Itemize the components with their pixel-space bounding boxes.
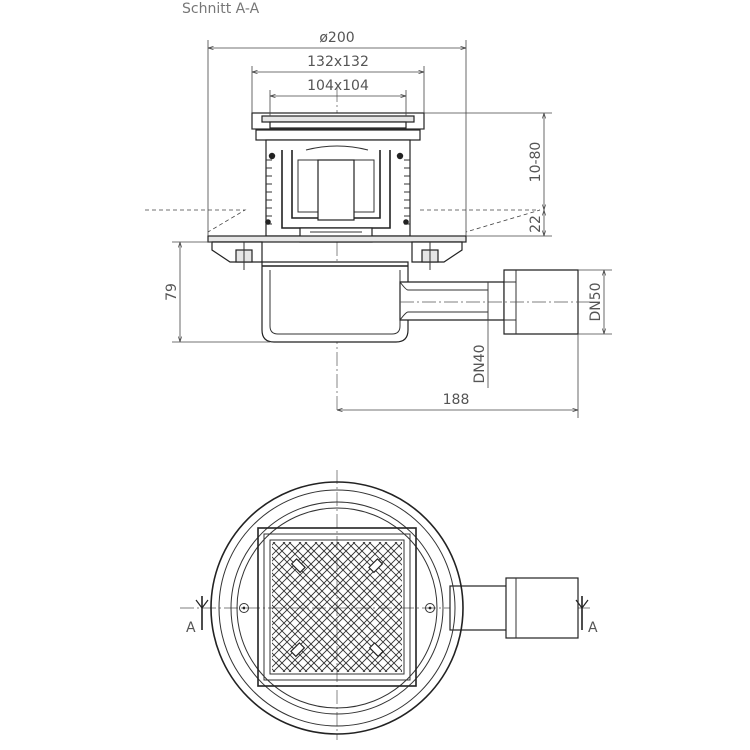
dimension-outlet-dn: DN50 (578, 269, 612, 335)
grate-bar (346, 616, 402, 672)
section-mark-right-label: A (588, 620, 598, 636)
grate-bar (282, 552, 402, 672)
floor-line-left (145, 209, 247, 233)
grate-bar (368, 542, 402, 576)
grate-bar (272, 542, 340, 610)
grate-bar (139, 542, 269, 672)
frame-outer-label: 132x132 (307, 54, 369, 70)
grate-bar (320, 590, 402, 672)
outlet-dn-label: DN50 (588, 282, 604, 321)
grate-bar (272, 542, 292, 562)
grate-bar (336, 542, 402, 608)
plan-view: A A (139, 470, 598, 740)
grate-bar (362, 542, 402, 582)
grate-bar (272, 542, 308, 578)
dimension-flange: 22 (466, 210, 552, 237)
grate-bar (298, 568, 402, 672)
dimension-inner-dn: DN40 (472, 282, 489, 388)
section-view: ø200 132x132 104x104 10-80 22 (145, 30, 612, 418)
grate-bar (139, 542, 269, 672)
grate-bar (272, 542, 350, 620)
diameter-label: ø200 (319, 30, 354, 46)
grate-bar (272, 542, 356, 626)
flange-layer (207, 235, 467, 270)
dimension-frame-inner: 104x104 (269, 78, 407, 116)
grate-bar (304, 574, 402, 672)
grate-bar (378, 648, 402, 672)
height-adjustable-insert (265, 139, 411, 243)
grate-bar (314, 584, 402, 672)
grate-bar (272, 542, 382, 652)
grate-bar (272, 542, 276, 546)
body-height-label: 79 (164, 283, 180, 301)
inner-dn-label: DN40 (472, 344, 488, 383)
grate-bar (272, 542, 366, 636)
grate-bar (362, 632, 402, 672)
grate-bar (272, 610, 334, 672)
grate-bar (272, 652, 292, 672)
grate-bar (272, 542, 388, 658)
grate-cover (251, 112, 425, 141)
dimension-height-range: 10-80 (424, 112, 552, 210)
section-mark-right: A (575, 596, 598, 636)
plan-screws (239, 603, 435, 613)
grate-bar (272, 542, 302, 572)
grate-bar (336, 606, 402, 672)
plan-frame-outer (257, 527, 417, 687)
dimension-frame-outer: 132x132 (251, 54, 425, 113)
section-mark-left-label: A (186, 620, 196, 636)
dimension-diameter: ø200 (207, 30, 467, 236)
floor-line-right (420, 209, 541, 233)
grate-bar (330, 600, 402, 672)
frame-inner-label: 104x104 (307, 78, 369, 94)
height-range-label: 10-80 (528, 142, 544, 183)
plan-outlet (449, 577, 579, 639)
grate-bar (272, 542, 334, 604)
flange-label: 22 (528, 215, 544, 233)
grate-bar (272, 642, 302, 672)
outlet-length-label: 188 (443, 392, 470, 408)
grate-bar (368, 638, 402, 672)
plan-outer-ring (210, 481, 464, 735)
section-title: Schnitt A-A (182, 1, 260, 17)
grate-bar (288, 558, 402, 672)
grate-bar (272, 542, 372, 642)
grate-bar (378, 542, 402, 566)
dimension-outlet-length: 188 (337, 334, 579, 418)
grate-bar (346, 542, 402, 598)
plan-corner-locks (290, 558, 384, 658)
section-mark-left: A (186, 596, 209, 636)
drain-body (261, 261, 590, 343)
grate-bar (272, 668, 276, 672)
dimension-body-height: 79 (164, 241, 270, 343)
grate-bar (272, 636, 308, 672)
